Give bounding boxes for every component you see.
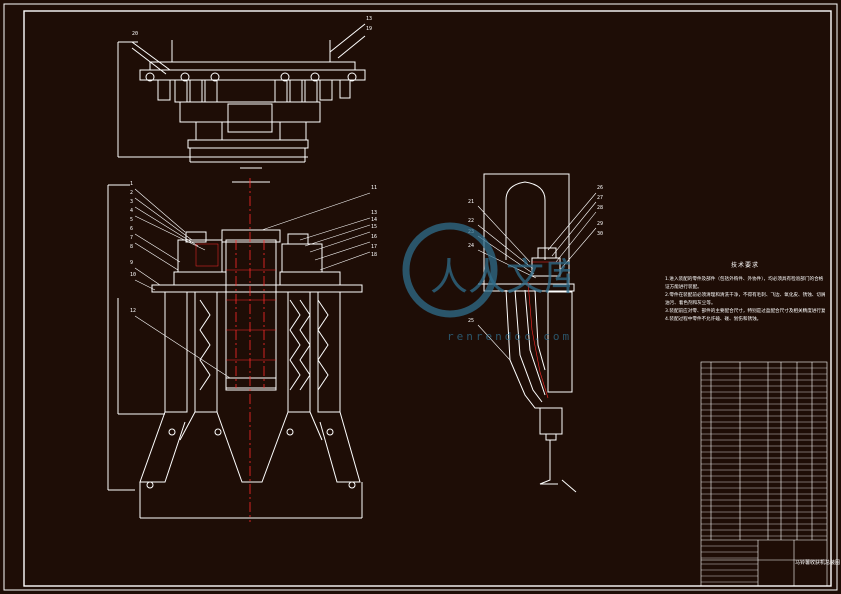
title-block-drawing-name: 马铃薯收获机总装图 <box>795 560 841 566</box>
front-center-line <box>235 178 265 522</box>
front-leaders <box>134 188 371 379</box>
note-line: 4.装配过程中零件不允许磕、碰、划伤和锈蚀。 <box>665 317 762 322</box>
part-balloon-13: 13 <box>371 210 378 216</box>
notes-heading: 技术要求 <box>730 262 759 269</box>
note-line: 油污、着色剂和灰尘等。 <box>665 301 716 306</box>
part-balloon-30: 30 <box>597 231 604 237</box>
parts-list-rows <box>701 367 827 583</box>
note-line: 证方能进行装配。 <box>665 285 702 290</box>
part-balloon-23: 23 <box>468 229 475 235</box>
part-balloon-8: 8 <box>130 244 134 250</box>
part-balloon-16: 16 <box>371 234 378 240</box>
part-balloon-20: 20 <box>132 31 139 37</box>
part-balloon-5: 5 <box>130 217 134 223</box>
part-balloon-24: 24 <box>468 243 475 249</box>
part-balloon-7: 7 <box>130 235 134 241</box>
part-balloon-3: 3 <box>130 199 134 205</box>
front-view <box>107 181 363 519</box>
note-line: 2.零件在装配前必须清理和清洗干净，不得有毛刺、飞边、氧化皮、锈蚀、切屑、 <box>665 293 825 298</box>
top-view <box>117 23 366 169</box>
part-balloon-29: 29 <box>597 221 604 227</box>
part-balloon-11: 11 <box>371 185 378 191</box>
front-red-hatching <box>195 243 276 361</box>
part-balloon-15: 15 <box>371 224 378 230</box>
parts-list <box>700 361 828 587</box>
note-line: 1.进入装配的零件及部件（包括外购件、外协件），均必须具有检验部门的合格 <box>665 277 824 282</box>
part-balloon-18: 18 <box>371 252 378 258</box>
part-balloon-17: 17 <box>371 244 378 250</box>
part-balloon-28: 28 <box>597 205 604 211</box>
side-red-lines <box>527 261 560 399</box>
part-balloon-21: 21 <box>468 199 475 205</box>
part-balloon-6: 6 <box>130 226 134 232</box>
part-balloon-26: 26 <box>597 185 604 191</box>
part-balloon-9: 9 <box>130 260 134 266</box>
part-balloon-13: 13 <box>366 16 373 22</box>
watermark-url: renrendoc.com <box>447 330 573 343</box>
part-balloon-25: 25 <box>468 318 475 324</box>
part-balloon-10: 10 <box>130 272 137 278</box>
part-balloon-1: 1 <box>130 181 134 187</box>
part-balloon-22: 22 <box>468 218 475 224</box>
sheet-border <box>3 3 838 591</box>
part-balloon-4: 4 <box>130 208 134 214</box>
technical-requirements: 技术要求 1.进入装配的零件及部件（包括外购件、外协件），均必须具有检验部门的合… <box>665 262 825 324</box>
part-balloon-12: 12 <box>130 308 137 314</box>
part-balloon-14: 14 <box>371 217 378 223</box>
part-balloon-19: 19 <box>366 26 373 32</box>
part-balloon-2: 2 <box>130 190 134 196</box>
part-balloon-27: 27 <box>597 195 604 201</box>
note-line: 3.装配前应对零、部件的主要配合尺寸，特别是过盈配合尺寸及相关精度进行复查。 <box>665 309 825 314</box>
